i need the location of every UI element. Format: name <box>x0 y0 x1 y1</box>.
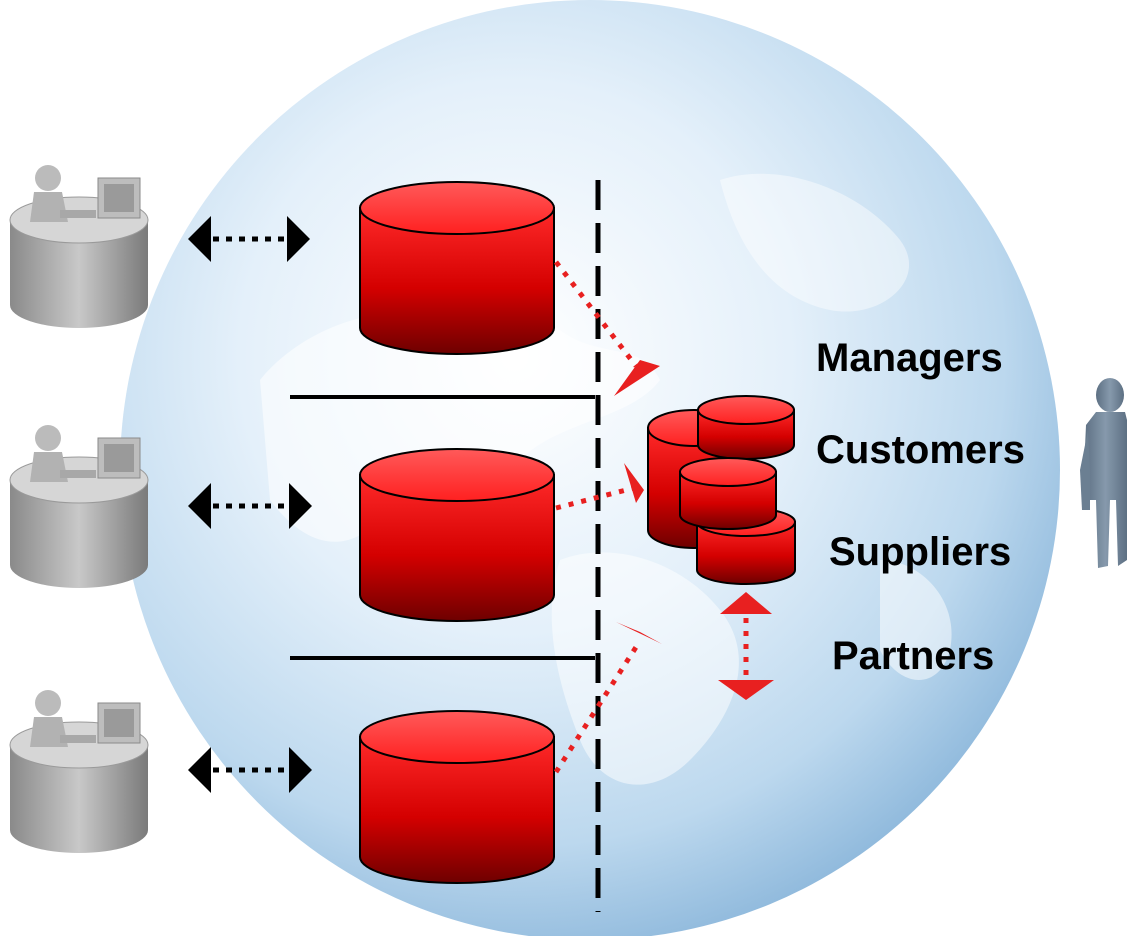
double-arrow-icon <box>188 216 310 262</box>
label-suppliers: Suppliers <box>829 530 1012 574</box>
workstation-icon <box>9 425 149 588</box>
standing-person-icon <box>1080 378 1127 568</box>
label-partners: Partners <box>832 634 995 678</box>
label-managers: Managers <box>816 336 1003 380</box>
database-cylinder-icon <box>359 710 555 884</box>
red-double-arrow-icon <box>718 592 774 700</box>
label-customers: Customers <box>816 428 1025 472</box>
database-cylinder-icon <box>359 181 555 355</box>
database-cylinder-icon <box>359 448 555 622</box>
workstation-icon <box>9 165 149 328</box>
double-arrow-icon <box>188 483 312 529</box>
data-warehouse-cluster <box>647 395 796 585</box>
globe-icon <box>120 0 1060 936</box>
red-dotted-arrow <box>553 622 662 774</box>
database-cylinder-icon <box>697 395 795 460</box>
database-cylinder-icon <box>679 457 777 530</box>
workstation-icon <box>9 690 149 853</box>
red-dotted-arrow <box>555 463 644 511</box>
red-dotted-arrow <box>554 260 660 396</box>
double-arrow-icon <box>188 747 312 793</box>
